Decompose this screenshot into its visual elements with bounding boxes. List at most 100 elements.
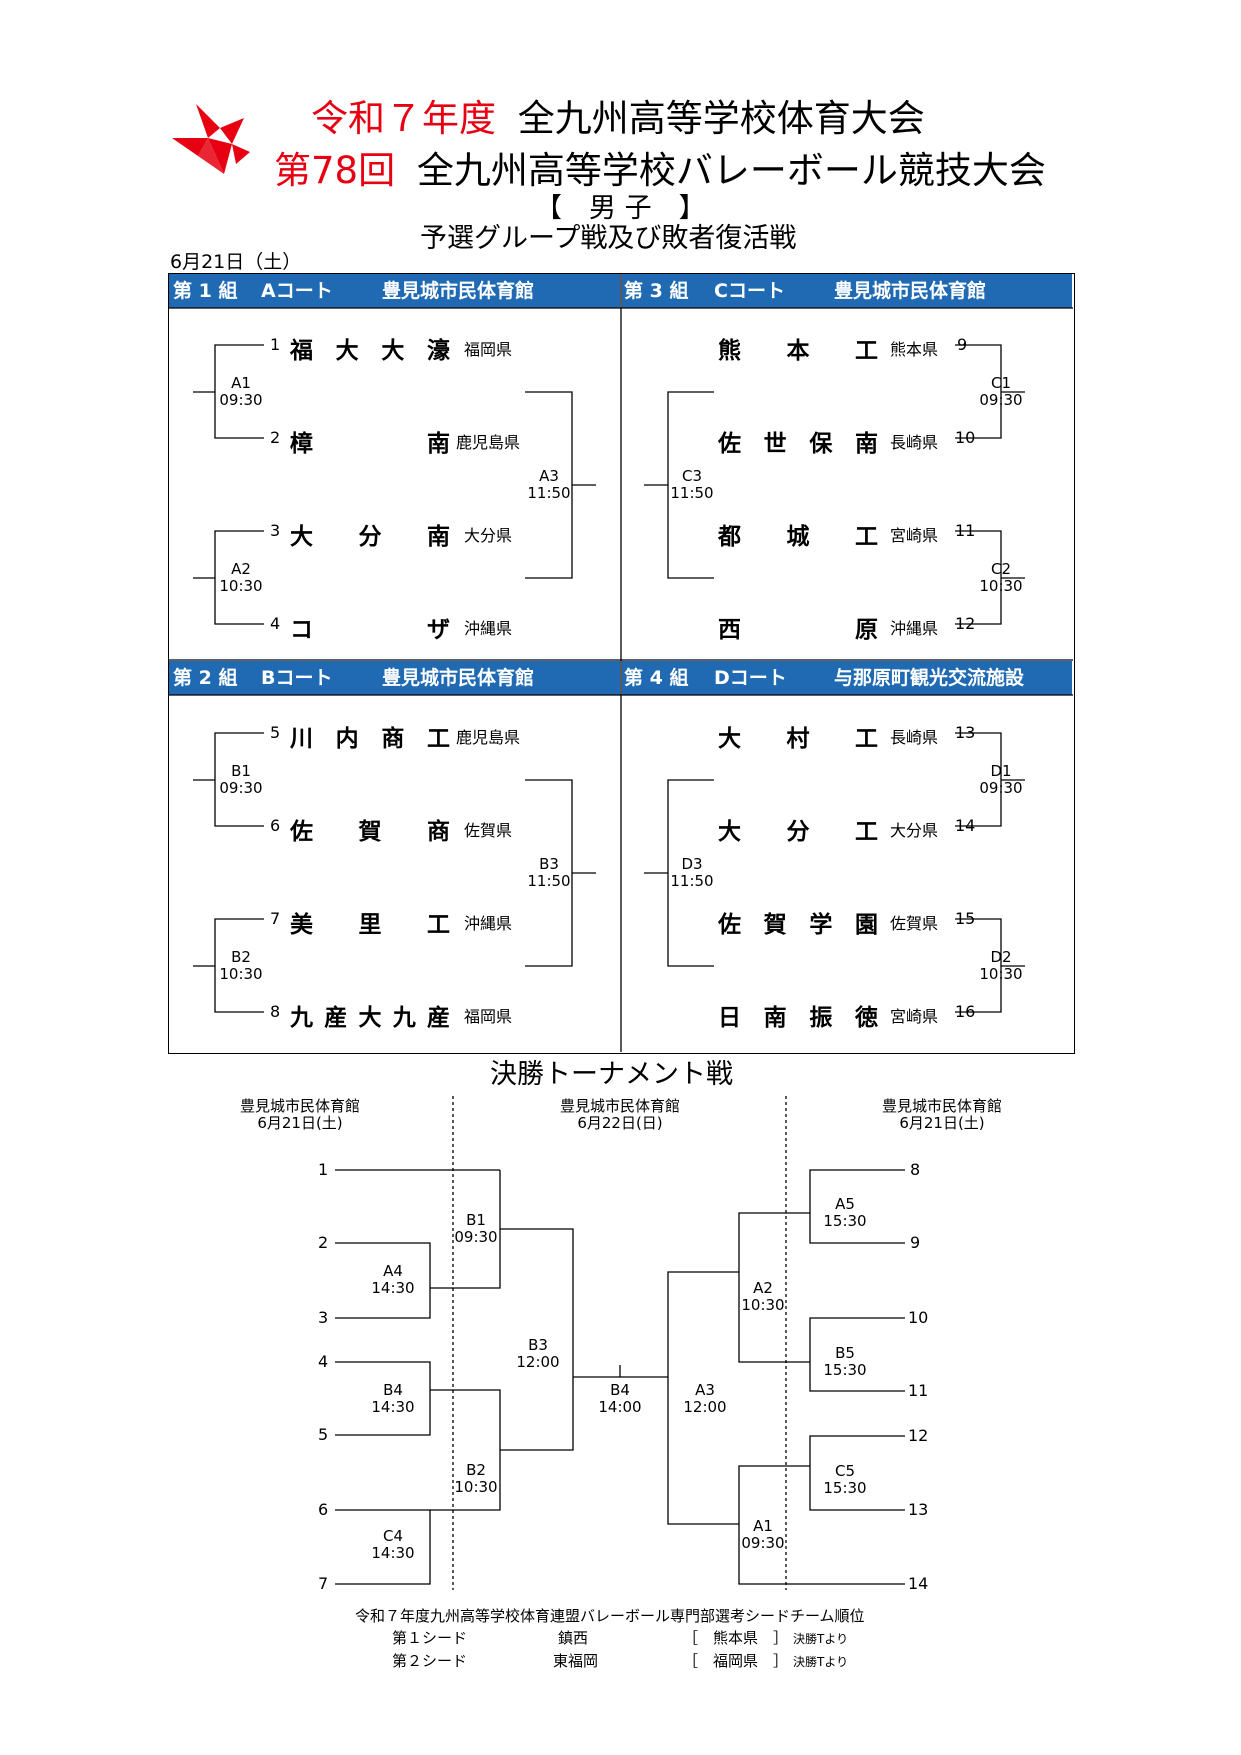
team-number: 7	[270, 909, 281, 928]
venue-label: 与那原町観光交流施設	[834, 667, 1025, 689]
team-number: 12	[955, 614, 976, 633]
group-date: 6月21日（土）	[170, 251, 302, 273]
group-2-header: 第 2 組 Bコート 豊見城市民体育館	[169, 661, 620, 695]
title-meet: 全九州高等学校体育大会	[517, 97, 925, 140]
team-name: 佐賀商	[290, 812, 450, 846]
team-prefecture: 鹿児島県	[456, 728, 521, 747]
team-char: 大	[718, 726, 741, 752]
slot-number: 9	[910, 1233, 921, 1252]
team-char: 学	[809, 912, 833, 938]
group-1-header: 第 1 組 Aコート 豊見城市民体育館	[169, 274, 620, 308]
team-char: ザ	[427, 617, 450, 643]
team-char: 賀	[763, 912, 787, 938]
team-number: 4	[270, 614, 281, 633]
team-char: 樟	[290, 431, 313, 457]
team-char: 工	[426, 726, 450, 752]
stage-title: 予選グループ戦及び敗者復活戦	[420, 223, 797, 254]
slot-number: 4	[318, 1352, 329, 1371]
team-char: 産	[324, 1005, 348, 1031]
team-char: 産	[427, 1005, 450, 1031]
slot-number: 8	[910, 1160, 921, 1179]
final-title: 決勝トーナメント戦	[490, 1059, 733, 1090]
seed-label: 第１シード	[392, 1629, 468, 1647]
team-prefecture: 鹿児島県	[456, 433, 521, 452]
slot-number: 10	[908, 1308, 929, 1327]
team-char: 原	[855, 617, 878, 643]
team-name: 日南振徳	[718, 998, 878, 1032]
group-4-header: 第 4 組 Dコート 与那原町観光交流施設	[622, 661, 1072, 695]
team-prefecture: 熊本県	[890, 340, 939, 359]
team-name: 大分工	[718, 812, 878, 846]
seed-prefecture: ［ 福岡県 ］	[683, 1652, 789, 1670]
venue-label: 豊見城市民体育館	[382, 667, 535, 689]
group-label: 第 4 組	[624, 667, 689, 689]
team-number: 6	[270, 816, 281, 835]
team-name: 西原	[718, 610, 878, 644]
team-number: 14	[955, 816, 976, 835]
tournament-logo	[172, 104, 250, 174]
group-label: 第 3 組	[624, 280, 689, 302]
title-line-2: 第78回 全九州高等学校バレーボール競技大会	[274, 140, 1046, 194]
team-number: 5	[270, 723, 281, 742]
team-char: 大	[381, 338, 405, 364]
team-char: 九	[290, 1005, 313, 1031]
slot-number: 13	[908, 1500, 929, 1519]
team-name: 熊本工	[718, 331, 878, 365]
team-number: 3	[270, 521, 281, 540]
team-number: 15	[955, 909, 976, 928]
team-char: 都	[718, 524, 741, 550]
team-char: 工	[855, 524, 878, 550]
court-label: Cコート	[714, 280, 785, 302]
slot-number: 3	[318, 1308, 329, 1327]
team-char: 分	[786, 819, 810, 845]
team-name: 佐賀学園	[718, 905, 878, 939]
seed-title: 令和７年度九州高等学校体育連盟バレーボール専門部選考シードチーム順位	[355, 1607, 865, 1625]
slot-number: 11	[908, 1381, 929, 1400]
team-char: 城	[786, 524, 810, 550]
team-number: 16	[955, 1002, 976, 1021]
team-char: 商	[381, 726, 405, 752]
team-char: 村	[786, 726, 810, 752]
team-prefecture: 佐賀県	[464, 821, 513, 840]
team-char: 世	[763, 431, 787, 457]
team-prefecture: 沖縄県	[890, 619, 939, 638]
team-char: 日	[718, 1005, 741, 1031]
team-prefecture: 大分県	[890, 821, 939, 840]
team-prefecture: 長崎県	[890, 728, 939, 747]
seed-note: 決勝Tより	[793, 1632, 849, 1646]
team-name: 川内商工	[290, 719, 450, 753]
team-name: 佐世保南	[718, 424, 878, 458]
team-name: 大村工	[718, 719, 878, 753]
group-label: 第 2 組	[173, 667, 238, 689]
team-prefecture: 佐賀県	[890, 914, 939, 933]
title-line-1: 令和７年度 全九州高等学校体育大会	[311, 88, 925, 142]
team-prefecture: 沖縄県	[464, 619, 513, 638]
seed-team: 東福岡	[553, 1652, 599, 1670]
team-char: 佐	[290, 819, 313, 845]
team-char: 分	[358, 524, 382, 550]
team-char: 熊	[718, 338, 741, 364]
team-prefecture: 大分県	[464, 526, 513, 545]
team-name: 大分南	[290, 517, 450, 551]
slot-number: 12	[908, 1426, 929, 1445]
slot-number: 2	[318, 1233, 329, 1252]
